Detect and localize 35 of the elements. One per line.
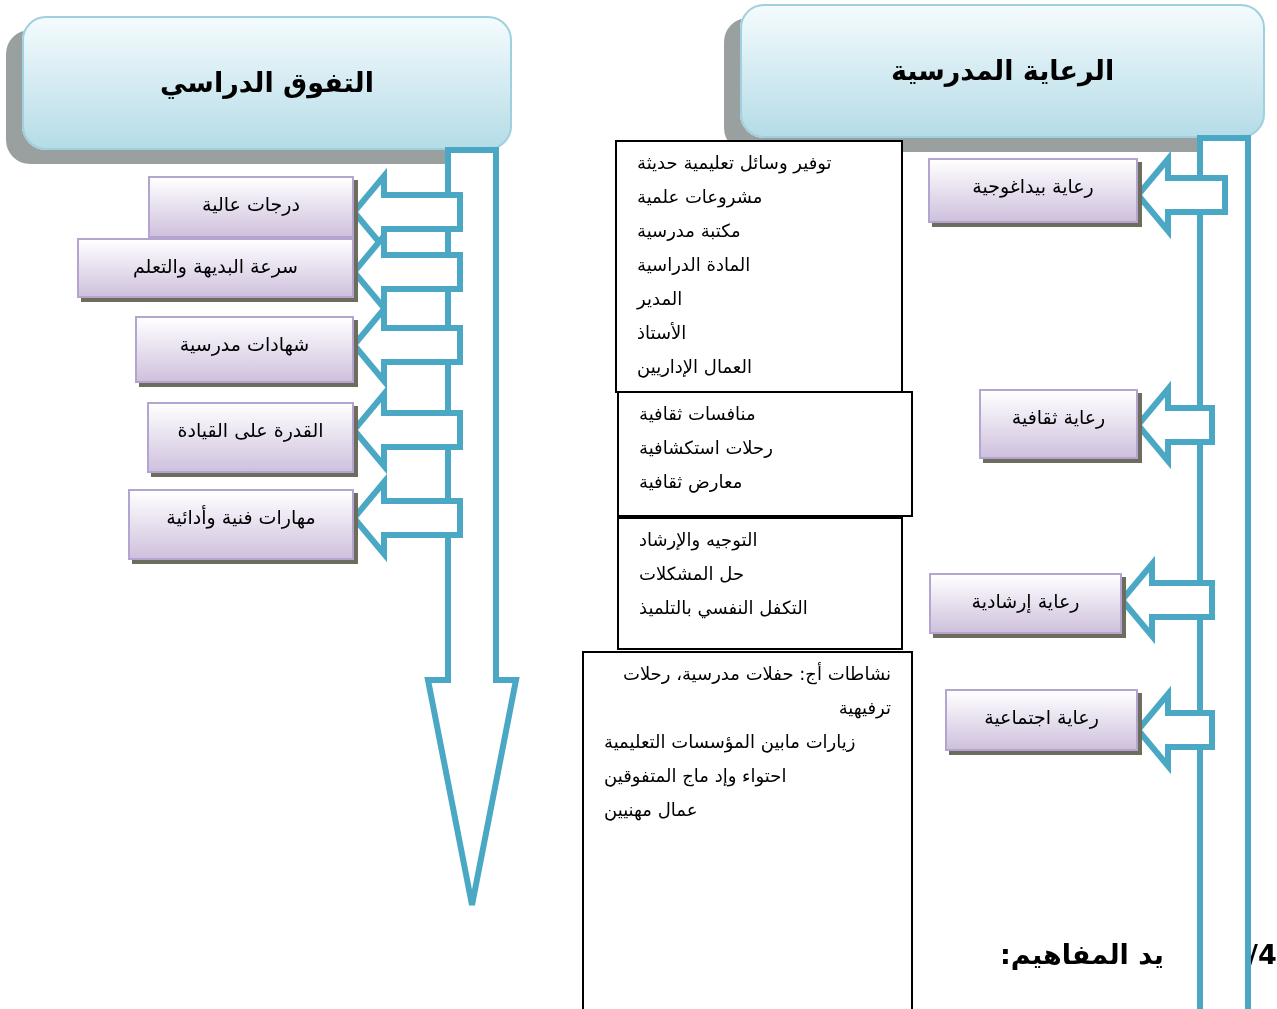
list-box bbox=[582, 651, 913, 1009]
list-item: التكفل النفسي بالتلميذ bbox=[639, 596, 808, 621]
list-item: العمال الإداريين bbox=[637, 355, 752, 380]
block-arrow bbox=[424, 147, 520, 908]
list-box bbox=[617, 391, 913, 517]
list-box bbox=[615, 140, 903, 393]
list-item: نشاطات أج: حفلات مدرسية، رحلات ترفيهية bbox=[621, 661, 891, 721]
list-item: رحلات استكشافية bbox=[639, 436, 773, 460]
list-item: توفير وسائل تعليمية حديثة bbox=[637, 151, 832, 176]
category-label: رعاية بيداغوجية bbox=[972, 174, 1094, 200]
block-arrow bbox=[1197, 135, 1251, 1009]
category-label: رعاية اجتماعية bbox=[984, 705, 1099, 731]
category-label: رعاية ثقافية bbox=[1011, 405, 1106, 431]
list-item: المدير bbox=[637, 287, 683, 312]
list-item: احتواء وإد ماج المتفوقين bbox=[604, 764, 787, 789]
category-label: مهارات فنية وأدائية bbox=[166, 504, 316, 531]
list-item: الأستاذ bbox=[637, 321, 687, 345]
title-text: الرعاية المدرسية bbox=[890, 53, 1115, 89]
title-text: التفوق الدراسي bbox=[160, 65, 374, 101]
category-label: شهادات مدرسية bbox=[179, 332, 310, 358]
list-item: معارض ثقافية bbox=[639, 470, 743, 495]
list-item: حل المشكلات bbox=[639, 562, 745, 586]
list-item: مكتبة مدرسية bbox=[637, 219, 741, 243]
list-item: التوجيه والإرشاد bbox=[639, 528, 758, 553]
list-item: مشروعات علمية bbox=[637, 185, 763, 210]
category-label: سرعة البديهة والتعلم bbox=[132, 254, 299, 280]
list-box bbox=[617, 517, 903, 650]
category-label: درجات عالية bbox=[202, 192, 300, 218]
section-heading: يد المفاهيم: bbox=[1000, 938, 1164, 972]
list-item: زيارات مابين المؤسسات التعليمية bbox=[604, 730, 856, 755]
list-item: المادة الدراسية bbox=[637, 253, 751, 277]
category-label: رعاية إرشادية bbox=[971, 589, 1080, 615]
list-item: منافسات ثقافية bbox=[639, 402, 756, 426]
category-label: القدرة على القيادة bbox=[177, 418, 324, 444]
list-item: عمال مهنيين bbox=[604, 798, 698, 823]
